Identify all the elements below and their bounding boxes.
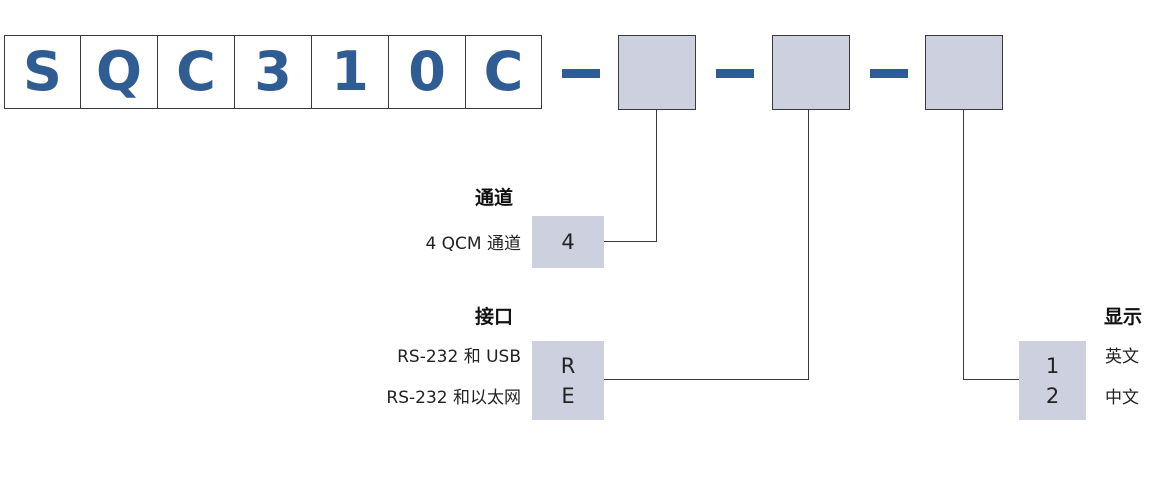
separator-dash-3	[870, 69, 908, 78]
interface-option-label-1: RS-232 和 USB	[397, 347, 521, 367]
interface-option-label-2: RS-232 和以太网	[386, 388, 521, 408]
display-option-label-2: 中文	[1105, 388, 1139, 408]
channels-code-box: 4	[532, 216, 604, 268]
model-code-char-7: C	[465, 35, 542, 109]
connector-channels-vertical	[656, 110, 657, 242]
channels-heading: 通道	[475, 187, 514, 209]
interface-code-box: R E	[532, 341, 604, 420]
option-slot-display	[925, 35, 1003, 110]
display-heading: 显示	[1104, 306, 1143, 328]
display-option-code-2: 2	[1045, 383, 1060, 408]
model-code-char-1: S	[4, 35, 81, 109]
model-code-char-4: 3	[234, 35, 312, 109]
option-slot-channels	[618, 35, 696, 110]
separator-dash-1	[562, 69, 600, 78]
display-option-code-1: 1	[1045, 353, 1060, 378]
interface-option-code-1: R	[560, 353, 576, 378]
interface-option-code-2: E	[561, 383, 575, 408]
connector-display-horizontal	[963, 379, 1019, 380]
interface-heading: 接口	[475, 306, 514, 328]
model-code-char-2: Q	[80, 35, 158, 109]
display-option-label-1: 英文	[1105, 347, 1139, 367]
display-code-box: 1 2	[1019, 341, 1086, 420]
connector-interface-horizontal	[604, 379, 809, 380]
connector-display-vertical	[963, 110, 964, 380]
channels-option-code: 4	[561, 230, 575, 254]
model-code-char-6: 0	[388, 35, 466, 109]
connector-interface-vertical	[808, 110, 809, 380]
channels-option-label: 4 QCM 通道	[425, 234, 521, 254]
option-slot-interface	[772, 35, 850, 110]
model-code-char-5: 1	[311, 35, 389, 109]
separator-dash-2	[716, 69, 754, 78]
model-code-char-3: C	[157, 35, 235, 109]
connector-channels-horizontal	[604, 241, 657, 242]
